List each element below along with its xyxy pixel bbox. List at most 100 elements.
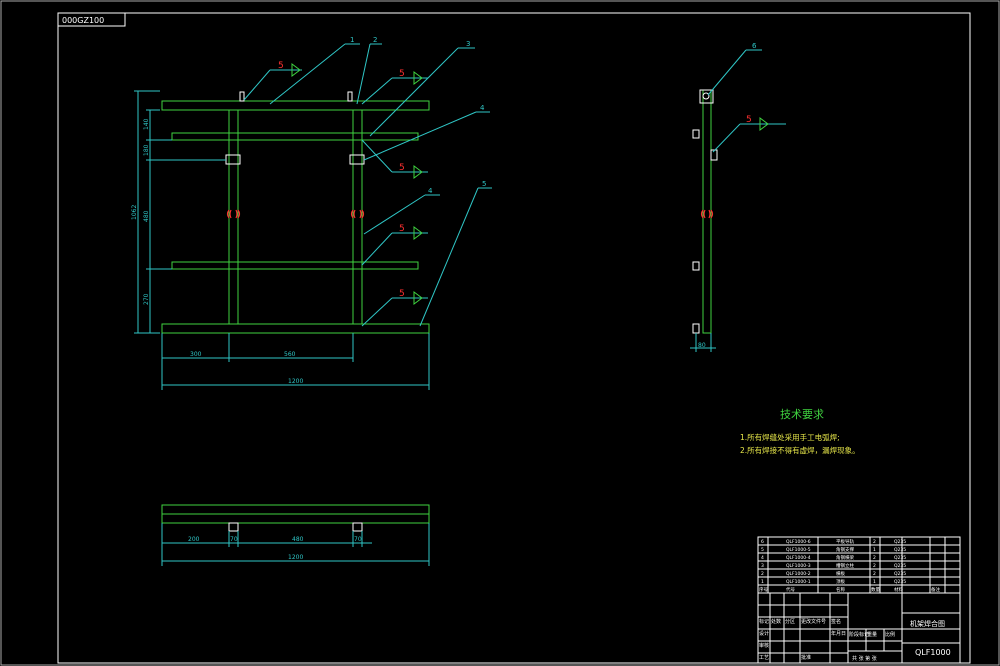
top-view: 200 70 480 70 1200 — [161, 504, 430, 566]
top-plate — [161, 100, 430, 111]
parts-row-2-code: QLF1000-2 — [786, 571, 811, 577]
tb-process: 工艺 — [759, 655, 769, 661]
vdim-180: 180 — [143, 144, 150, 156]
tb-doc: 更改文件号 — [801, 618, 826, 625]
title-block: 6 QLF1000-6 平板导轨 2 Q235 5 QLF1000-5 角钢支撑… — [757, 536, 961, 664]
parts-row-5-no: 5 — [761, 547, 764, 553]
side-top-block — [699, 89, 714, 104]
side-view: 80 6 5 — [690, 42, 786, 352]
callout-1: 1 — [350, 36, 354, 44]
vdim-270: 270 — [143, 293, 150, 305]
inner-sheet-border — [57, 12, 971, 664]
callout-4a: 4 — [480, 104, 485, 112]
tb-zone: 分区 — [785, 618, 795, 625]
lifting-tab-left — [239, 91, 245, 102]
parts-row-4-mat: Q235 — [894, 555, 906, 561]
parts-row-5-mat: Q235 — [894, 547, 906, 553]
parts-row-3-qty: 2 — [873, 563, 876, 569]
parts-row-3-mat: Q235 — [894, 563, 906, 569]
callout-5: 5 — [482, 180, 486, 188]
parts-row-5-name: 角钢支撑 — [836, 546, 854, 553]
header-code: 代号 — [786, 586, 795, 593]
parts-row-1-name: 顶板 — [836, 578, 845, 585]
parts-row-6-qty: 2 — [873, 539, 876, 545]
parts-row-1-qty: 1 — [873, 579, 876, 585]
tb-date: 年月日 — [831, 630, 846, 637]
vdim-480: 480 — [143, 210, 150, 222]
parts-row-1-code: QLF1000-1 — [786, 579, 811, 585]
tech-req-title: 技术要求 — [780, 408, 824, 421]
header-mat: 材料 — [894, 586, 903, 593]
parts-row-1-no: 1 — [761, 579, 764, 585]
weld-break-right — [350, 209, 365, 219]
tb-approve: 批准 — [801, 654, 811, 661]
vdim-140: 140 — [143, 118, 150, 130]
parts-row-2-no: 2 — [761, 571, 764, 577]
topview-dim-1200: 1200 — [288, 554, 303, 561]
callout-3: 3 — [466, 40, 470, 48]
lifting-tab-right — [347, 91, 353, 102]
topview-dim-200: 200 — [188, 536, 200, 543]
header-name: 名称 — [836, 586, 845, 593]
part-callouts: 1 2 3 4 4 5 — [269, 36, 492, 327]
parts-row-4-no: 4 — [761, 555, 764, 561]
tech-requirements: 技术要求 1.所有焊缝处采用手工电弧焊; 2.所有焊接不得有虚焊，漏焊现象。 — [740, 408, 860, 455]
parts-row-5-code: QLF1000-5 — [786, 547, 811, 553]
parts-row-6-name: 平板导轨 — [836, 538, 854, 545]
parts-row-6-mat: Q235 — [894, 539, 906, 545]
weld-symbol-3: 5 — [399, 163, 405, 173]
vertical-dimensions: 140 180 1062 480 270 — [131, 90, 226, 334]
drawing-code: 000GZ100 — [62, 16, 104, 25]
tb-scale: 比例 — [885, 631, 895, 638]
header-qty: 数量 — [871, 586, 880, 593]
weld-symbols: 5 5 5 5 5 — [243, 61, 428, 327]
parts-row-5-qty: 1 — [873, 547, 876, 553]
drawing-name: 机架焊合图 — [910, 619, 945, 628]
weld-symbol-5: 5 — [399, 289, 405, 299]
hdim-560: 560 — [284, 351, 296, 358]
parts-row-4-code: QLF1000-4 — [786, 555, 811, 561]
header-no: 序号 — [759, 586, 768, 593]
topview-dim-70a: 70 — [230, 536, 238, 543]
weld-symbol-1: 5 — [278, 61, 284, 71]
topview-dim-70b: 70 — [354, 536, 362, 543]
front-view: 140 180 1062 480 270 300 560 1200 1 2 — [131, 36, 492, 390]
parts-row-4-name: 角钢横梁 — [836, 554, 854, 561]
side-weld-symbol: 5 — [746, 115, 752, 125]
parts-row-3-no: 3 — [761, 563, 764, 569]
side-width-dim: 80 — [698, 342, 706, 349]
topview-dim-480: 480 — [292, 536, 304, 543]
parts-row-2-qty: 2 — [873, 571, 876, 577]
hdim-1200: 1200 — [288, 378, 303, 385]
parts-row-4-qty: 2 — [873, 555, 876, 561]
tech-req-item-2: 2.所有焊接不得有虚焊，漏焊现象。 — [740, 445, 860, 455]
parts-row-3-name: 槽钢立柱 — [836, 562, 854, 569]
tb-designer: 设计 — [759, 630, 769, 637]
parts-row-1-mat: Q235 — [894, 579, 906, 585]
tb-mark: 标记 — [759, 618, 769, 625]
tb-count: 处数 — [771, 618, 781, 625]
weld-symbol-2: 5 — [399, 69, 405, 79]
callout-6: 6 — [752, 42, 757, 50]
header-note: 备注 — [931, 586, 940, 593]
drawing-code-box — [57, 12, 126, 27]
parts-row-2-mat: Q235 — [894, 571, 906, 577]
parts-row-6-no: 6 — [761, 539, 764, 545]
tb-sheets: 共 张 第 张 — [852, 655, 877, 662]
tb-stage: 阶段标记 — [849, 631, 869, 638]
weld-break-left — [226, 209, 241, 219]
bottom-plate — [161, 323, 430, 334]
lower-beam — [171, 261, 419, 270]
drawing-number: QLF1000 — [915, 648, 951, 657]
horizontal-dimensions: 300 560 1200 — [161, 333, 430, 390]
weld-symbol-4: 5 — [399, 224, 405, 234]
tech-req-item-1: 1.所有焊缝处采用手工电弧焊; — [740, 432, 840, 442]
tb-weight: 重量 — [867, 631, 877, 638]
parts-row-3-code: QLF1000-3 — [786, 563, 811, 569]
upper-beam — [171, 132, 419, 141]
hdim-300: 300 — [190, 351, 202, 358]
tb-sign: 签名 — [831, 618, 841, 625]
tb-review: 审核 — [759, 642, 769, 649]
